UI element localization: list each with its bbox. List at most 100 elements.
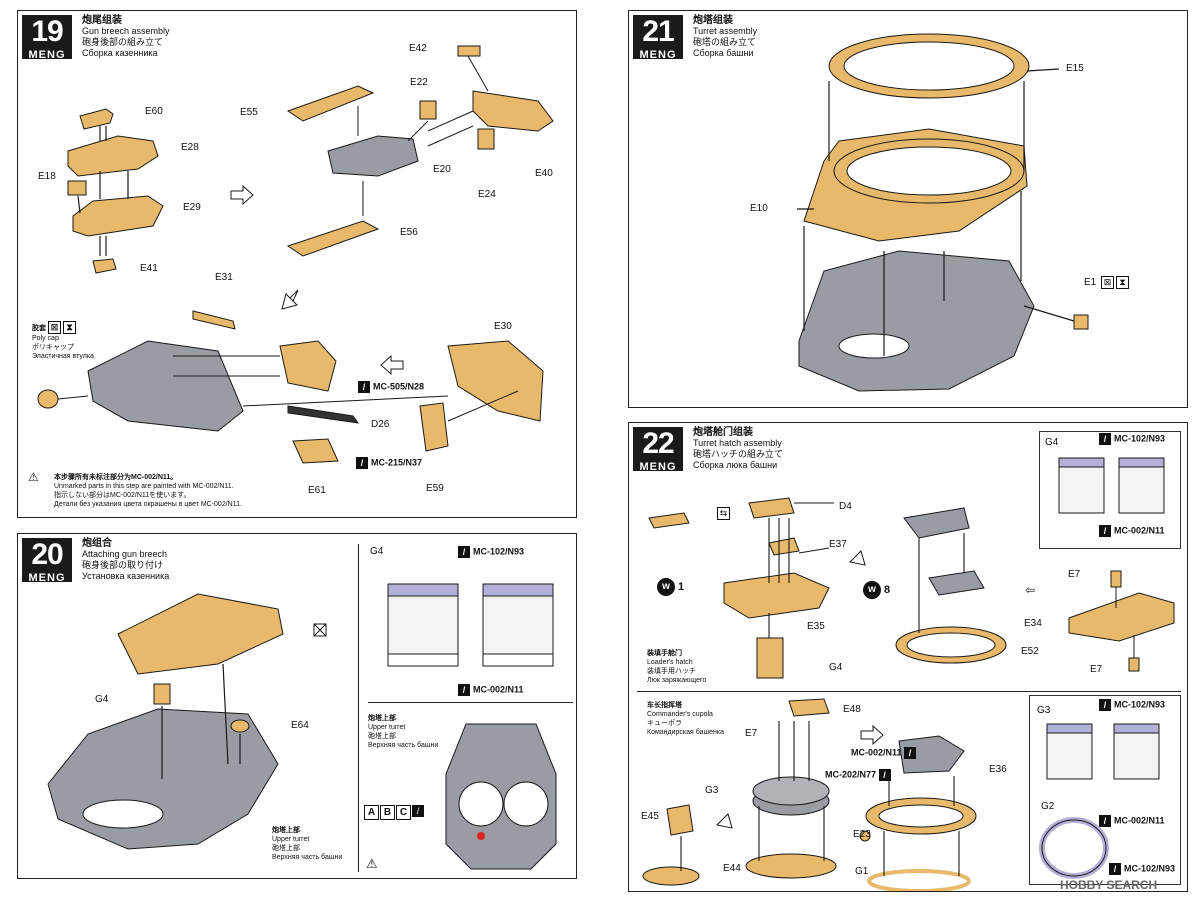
label-E40: E40 <box>535 168 553 179</box>
loaders-hatch-en: Loader's hatch <box>647 659 693 666</box>
paint-callout-2: /MC-215/N37 <box>356 457 422 469</box>
label-E30: E30 <box>494 321 512 332</box>
cupola-label: 车长指挥塔 Commander's cupola キューポラ Командирс… <box>647 701 724 737</box>
polycap-ru: Эластичная втулка <box>32 353 94 360</box>
w1-number: 1 <box>678 581 685 593</box>
step-20-hdivider <box>368 702 573 703</box>
label-E44: E44 <box>723 863 741 874</box>
title-ru: Сборка казенника <box>82 48 158 58</box>
hourglass-icon: ⧗ <box>1116 276 1129 289</box>
paint-code: MC-002/N11 <box>1114 815 1165 826</box>
title-ja: 砲身後部の取り付け <box>82 560 164 570</box>
title-en: Turret hatch assembly <box>693 438 782 448</box>
loaders-hatch-label: 装填手舱门 Loader's hatch 装填手用ハッチ Люк заряжаю… <box>647 649 706 685</box>
brand-logo: MENG <box>28 49 66 61</box>
brand-logo: MENG <box>639 49 677 61</box>
paint-callout-g3-mid: /MC-002/N11 <box>1099 815 1165 827</box>
g3-inset-box <box>1029 695 1181 885</box>
step-22-titles: 炮塔舱门组装 Turret hatch assembly 砲塔ハッチの組み立て … <box>693 427 783 471</box>
paint-code: MC-505/N28 <box>373 381 425 392</box>
e34-hatch-drawing <box>1068 570 1175 672</box>
hollow-arrow-left-icon: ⇦ <box>1025 583 1036 597</box>
inset-upper-turret-zh: 炮塔上部 <box>368 715 396 722</box>
brush-icon: / <box>1099 699 1111 711</box>
no-glue-icon: ⊠ <box>48 321 61 334</box>
label-G4: G4 <box>95 694 109 705</box>
step-20-divider <box>358 544 359 872</box>
step-22-hdivider <box>637 691 1181 692</box>
label-E41: E41 <box>140 263 158 274</box>
paint-code: MC-202/N77 <box>825 769 877 780</box>
title-en: Gun breech assembly <box>82 26 170 36</box>
paint-callout-cupola-1: MC-002/N11 / <box>851 747 919 759</box>
loaders-hatch-ja: 装填手用ハッチ <box>647 668 696 675</box>
step-20-illustration <box>47 593 327 850</box>
note-ru: Детали без указания цвета окрашены в цве… <box>54 501 242 508</box>
label-E48: E48 <box>843 704 861 715</box>
g4-inset-drawing <box>387 583 554 667</box>
cupola-zh: 车长指挥塔 <box>647 702 682 709</box>
paint-code: MC-002/N11 <box>1114 525 1165 536</box>
label-E23: E23 <box>853 829 871 840</box>
label-E24: E24 <box>478 189 496 200</box>
label-E35: E35 <box>807 621 825 632</box>
step-19-badge: 19 MENG <box>22 15 72 61</box>
brush-icon: / <box>1099 433 1111 445</box>
step-21-titles: 炮塔组装 Turret assembly 砲塔の組み立て Сборка башн… <box>693 15 757 59</box>
polycap-en: Poly cap <box>32 335 59 342</box>
inset-upper-turret-en: Upper turret <box>368 724 406 731</box>
paint-code: MC-002/N11 <box>473 684 524 695</box>
letter-a: A <box>364 805 379 820</box>
title-ja: 砲身後部の組み立て <box>82 37 164 47</box>
no-glue-icon: ⊠ <box>1101 276 1114 289</box>
label-E64: E64 <box>291 720 309 731</box>
step-number: 20 <box>31 538 63 571</box>
label-E22: E22 <box>410 77 428 88</box>
step-20-badge: 20 MENG <box>22 538 72 584</box>
label-G2: G2 <box>1041 801 1055 812</box>
step-19-panel: 19 MENG 炮尾组装 Gun breech assembly 砲身後部の組み… <box>17 10 577 518</box>
warning-icon: ⚠ <box>28 470 39 484</box>
g3-inset-drawing <box>1046 723 1160 780</box>
title-ja: 砲塔の組み立て <box>693 37 757 47</box>
step-21-panel: 21 MENG 炮塔组装 Turret assembly 砲塔の組み立て Сбо… <box>628 10 1188 408</box>
inset-upper-turret-ru: Верхняя часть башни <box>368 742 439 749</box>
paint-code: MC-002/N11 <box>851 747 902 758</box>
paint-code: MC-102/N93 <box>1114 699 1166 710</box>
paint-callout-g4-bottom: /MC-002/N11 <box>1099 525 1165 537</box>
paint-callout-1: /MC-505/N28 <box>358 381 424 393</box>
upper-turret-inset-label: 炮塔上部 Upper turret 砲塔上部 Верхняя часть баш… <box>368 714 438 750</box>
label-E20: E20 <box>433 164 451 175</box>
inset-upper-turret-ja: 砲塔上部 <box>368 733 396 740</box>
paint-code: MC-102/N93 <box>1124 863 1176 874</box>
label-E37: E37 <box>829 539 847 550</box>
loaders-hatch-ru: Люк заряжающего <box>647 677 707 684</box>
title-zh: 炮塔舱门组装 <box>693 427 753 438</box>
label-E15: E15 <box>1066 63 1084 74</box>
title-en: Attaching gun breech <box>82 549 168 559</box>
hourglass-icon: ⧗ <box>63 321 76 334</box>
upper-turret-label: 炮塔上部 Upper turret 砲塔上部 Верхняя часть баш… <box>272 826 342 862</box>
g4-inset-label: G4 <box>370 546 384 557</box>
label-D4: D4 <box>839 501 852 512</box>
label-E56: E56 <box>400 227 418 238</box>
label-E36: E36 <box>989 764 1007 775</box>
brush-icon: / <box>904 747 917 759</box>
label-G1: G1 <box>855 866 869 877</box>
label-E52: E52 <box>1021 646 1039 657</box>
letter-c: C <box>396 805 411 820</box>
loaders-hatch-zh: 装填手舱门 <box>647 650 682 657</box>
label-E1: E1 <box>1084 277 1097 288</box>
step-number: 21 <box>642 15 674 48</box>
step-number: 22 <box>642 427 674 460</box>
brush-icon: / <box>358 381 370 393</box>
paint-code: MC-215/N37 <box>371 457 423 468</box>
cupola-ja: キューポラ <box>647 720 682 727</box>
step-20-panel: 20 MENG 炮组合 Attaching gun breech 砲身後部の取り… <box>17 533 577 879</box>
brush-icon: / <box>412 804 424 817</box>
polycap-label: 胶套⊠⧗ Poly cap ポリキャップ Эластичная втулка <box>32 321 94 361</box>
label-E28: E28 <box>181 142 199 153</box>
label-E7-cupola: E7 <box>745 728 758 739</box>
turret-top-view <box>445 723 557 870</box>
title-ru: Сборка башни <box>693 48 754 58</box>
